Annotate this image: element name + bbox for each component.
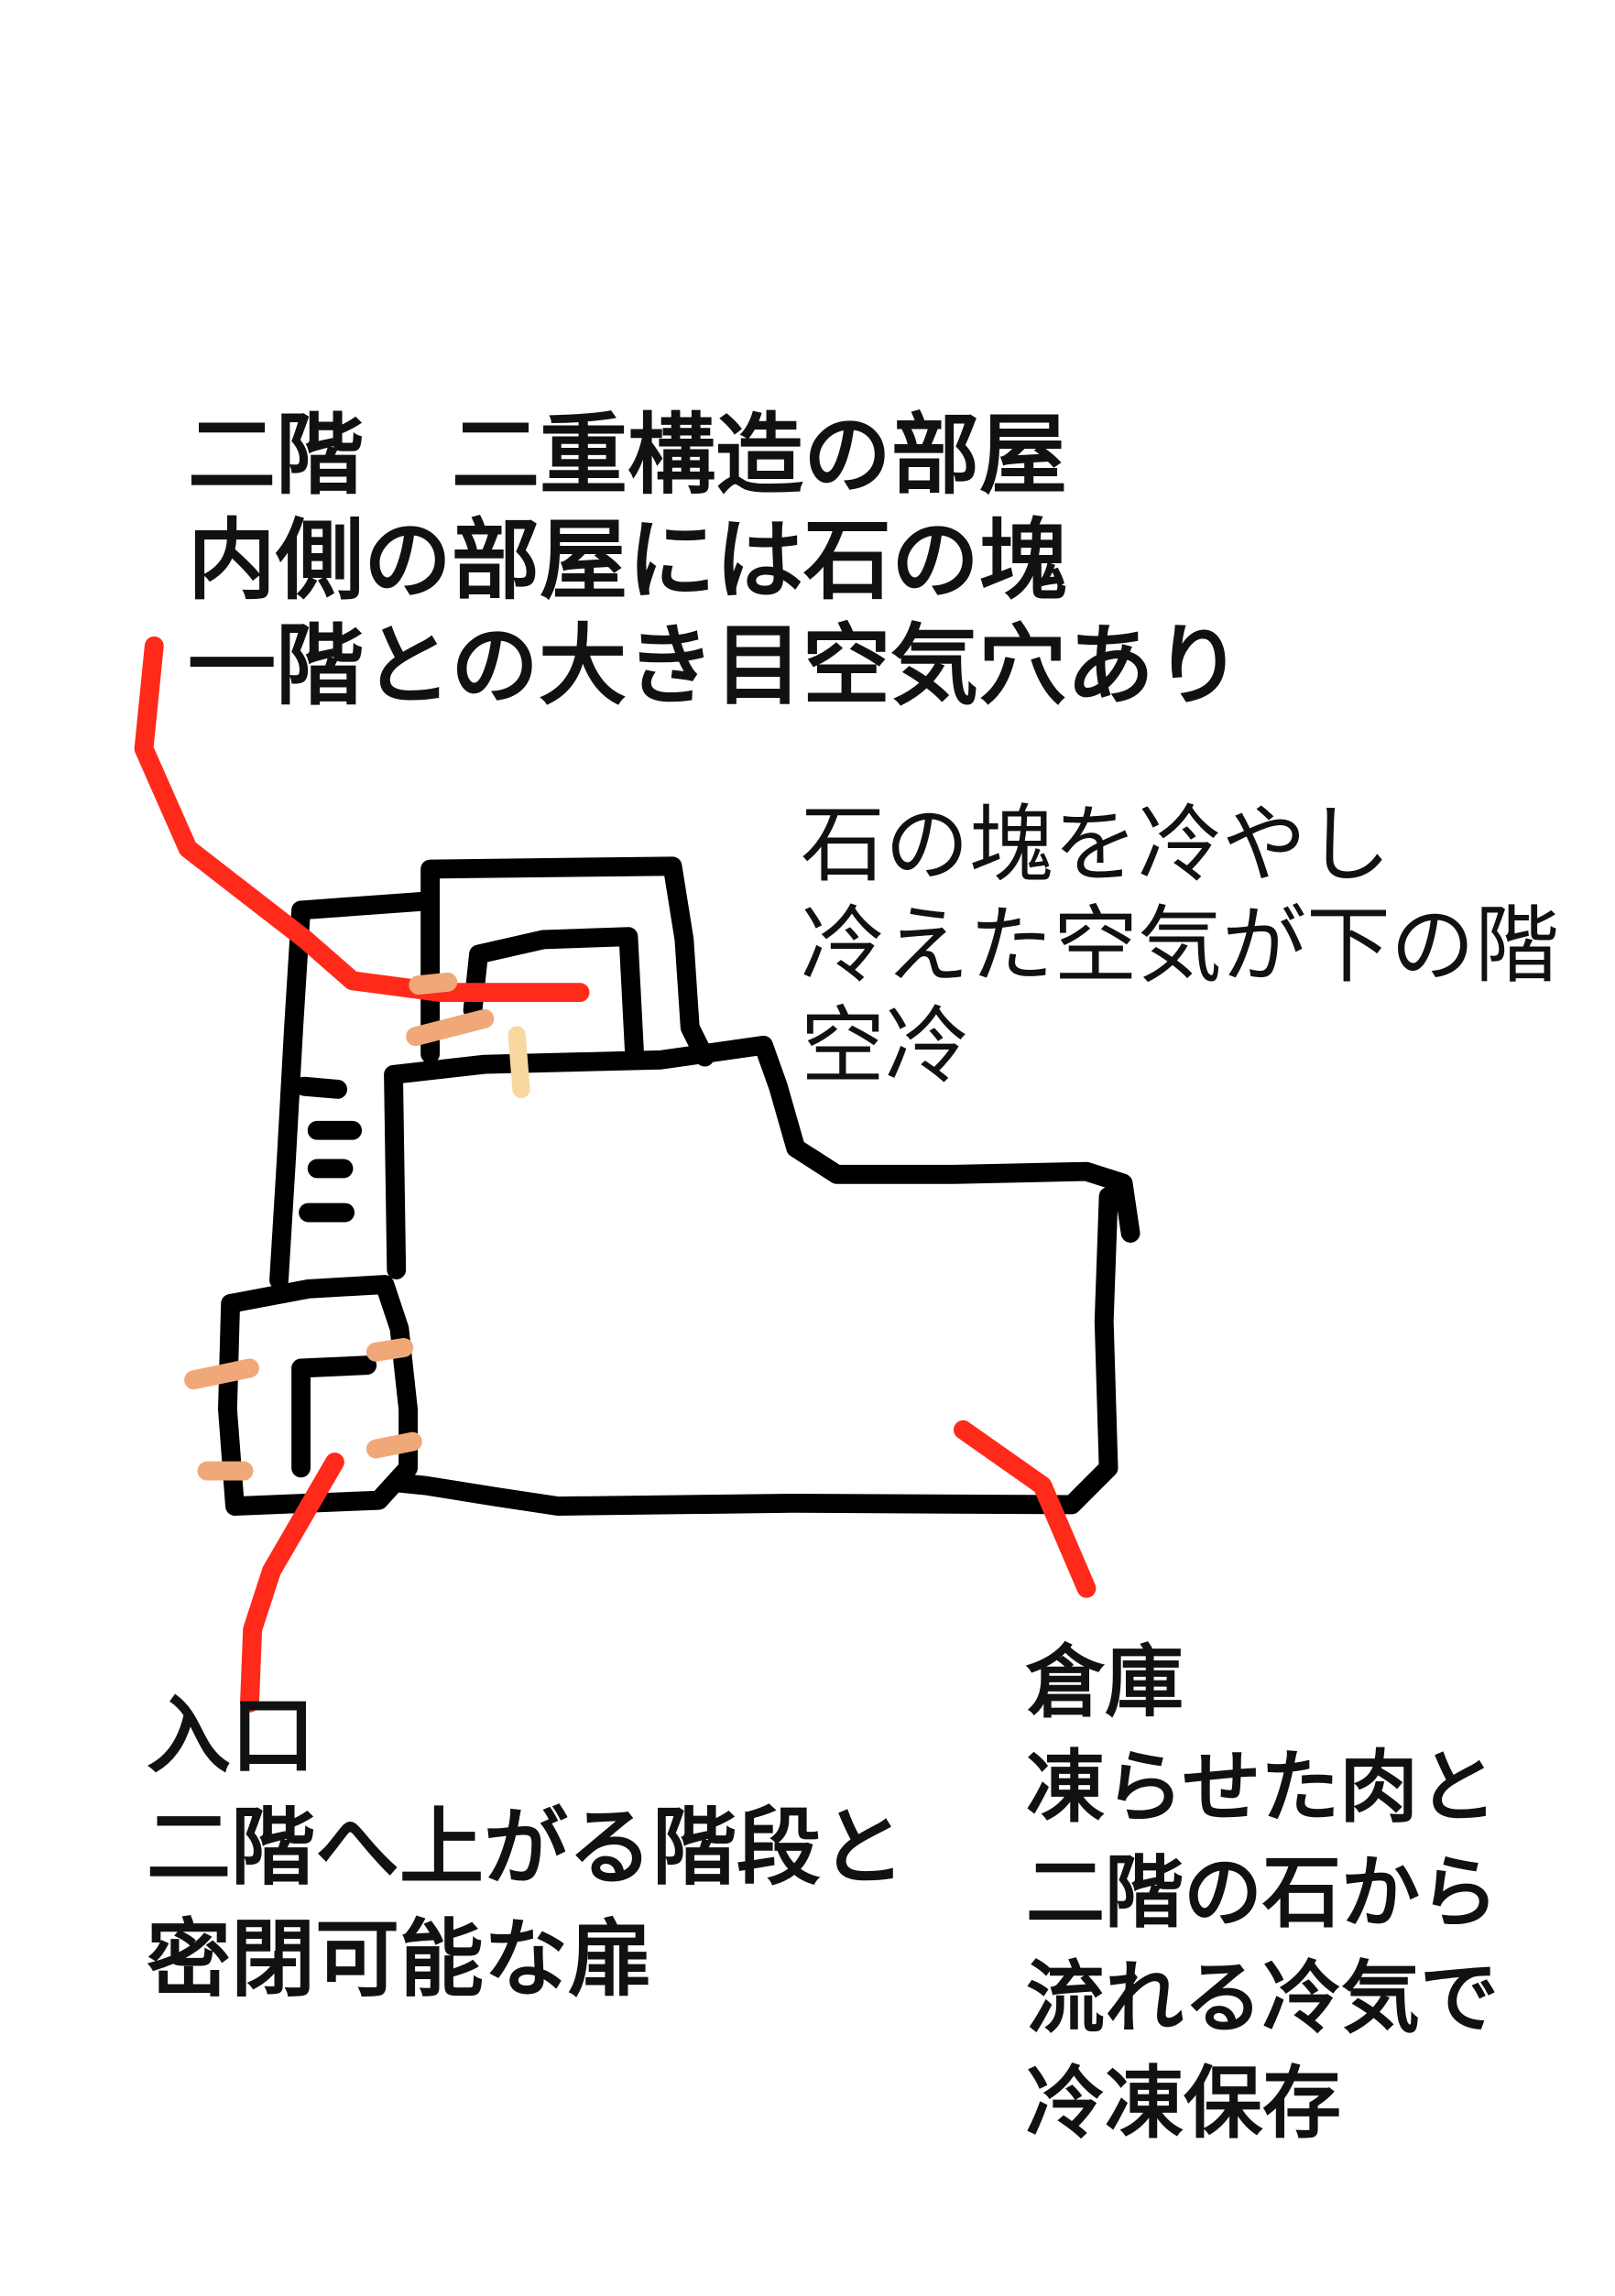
note-line: 流れる冷気で xyxy=(1026,1953,1499,2044)
note-line: 入口 xyxy=(147,1687,316,1785)
note-line: 冷えた空気が下の階 xyxy=(801,897,1560,995)
note-line: 内側の部屋には石の塊 xyxy=(188,509,1067,612)
note-line: 二階の石から xyxy=(1026,1847,1499,1939)
upper-inner-room-wall xyxy=(463,927,644,1060)
note-line: 凍らせた肉と xyxy=(1026,1742,1498,1834)
note-line: 一階との大き目空気穴あり xyxy=(188,615,1243,717)
note-line: 倉庫 xyxy=(1026,1637,1184,1728)
note-line: 空冷 xyxy=(801,997,970,1095)
cooling-note: 石の塊を冷やし 冷えた空気が下の階 空冷 xyxy=(801,795,1559,1097)
note-line: 二階へ上がる階段と xyxy=(147,1799,906,1897)
door-mark xyxy=(184,1358,259,1390)
stair-column-wall xyxy=(269,891,433,1290)
leader-line-entrance xyxy=(240,1453,344,1713)
storage-note: 倉庫 凍らせた肉と 二階の石から 流れる冷気で 冷凍保存 xyxy=(1026,1630,1499,2157)
note-line: 密閉可能な扉 xyxy=(147,1910,653,2008)
air-vent-mark xyxy=(507,1026,530,1099)
leader-line-storage xyxy=(953,1420,1097,1598)
upper-floor-note: 二階 二重構造の部屋 内側の部屋には石の塊 一階との大き目空気穴あり xyxy=(188,403,1242,719)
note-line: 二階 二重構造の部屋 xyxy=(188,404,1067,506)
door-mark xyxy=(366,1431,422,1459)
storage-room-wall xyxy=(384,1035,1140,1279)
storage-room-wall xyxy=(387,1186,1118,1516)
entrance-note: 入口 二階へ上がる階段と 密閉可能な扉 xyxy=(147,1681,905,2016)
entrance-inner-wall xyxy=(291,1355,377,1478)
door-mark xyxy=(406,1009,495,1047)
door-mark xyxy=(366,1338,414,1362)
note-line: 石の塊を冷やし xyxy=(801,796,1391,894)
door-mark xyxy=(409,972,458,996)
note-line: 冷凍保存 xyxy=(1026,2058,1341,2149)
stair-step xyxy=(294,1076,348,1099)
